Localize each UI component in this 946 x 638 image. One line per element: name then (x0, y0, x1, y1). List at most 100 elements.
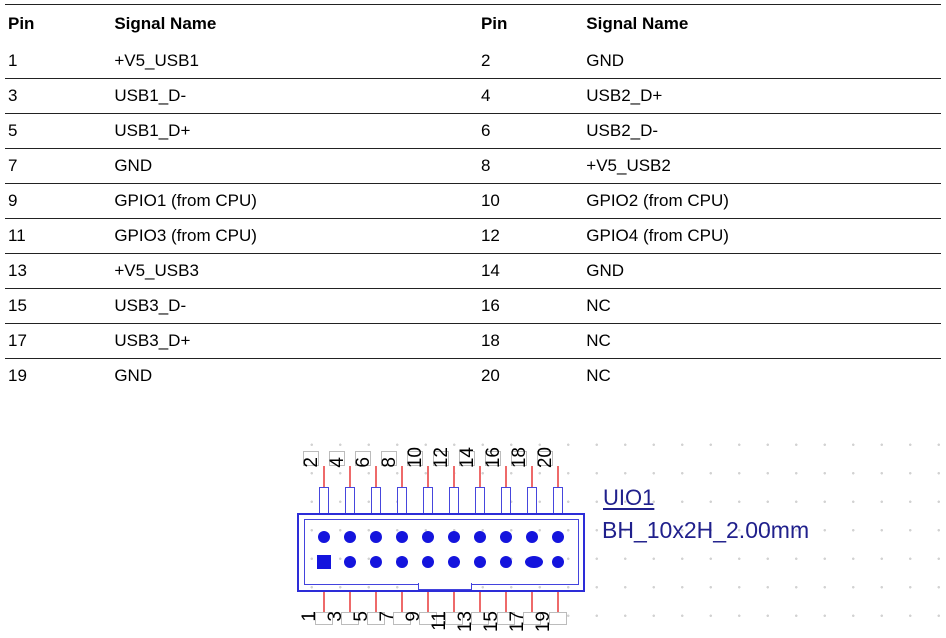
pin-label-box (329, 451, 345, 466)
signal-cell: +V5_USB3 (114, 253, 478, 289)
signal-cell: GPIO1 (from CPU) (114, 183, 478, 219)
pin-label-box (471, 612, 489, 625)
pin-dot (525, 556, 543, 568)
net-stub-line (375, 466, 377, 488)
pin-cell: 6 (477, 113, 587, 149)
pin-dot (422, 556, 434, 568)
pin-cell: 4 (477, 78, 587, 114)
connector-body-outline (297, 513, 585, 592)
pin1-square (317, 555, 331, 569)
pin-label-box (433, 451, 449, 466)
pin-label-box (407, 451, 423, 466)
pin-label-box (355, 451, 371, 466)
pin-dot (526, 531, 538, 543)
pin-cell: 13 (5, 253, 115, 289)
pin-dot (396, 556, 408, 568)
signal-cell: NC (586, 288, 941, 324)
header-signal-left: Signal Name (114, 14, 217, 34)
pin-dot (344, 556, 356, 568)
pin-dot (318, 531, 330, 543)
pin-cell: 17 (5, 323, 115, 359)
footprint-label: BH_10x2H_2.00mm (602, 517, 810, 543)
pin-number-label: 4 (327, 457, 348, 468)
pin-assignment-table: Pin Signal Name Pin Signal Name 1+V5_USB… (5, 4, 941, 394)
signal-cell: NC (586, 323, 941, 359)
refdes-label: UIO1 (603, 485, 655, 510)
pin-label-box (303, 451, 319, 466)
pin-number-label: 14 (457, 446, 478, 468)
net-stub-line (401, 592, 403, 612)
pin-cell: 7 (5, 148, 115, 184)
signal-cell: GND (114, 148, 478, 184)
net-stub-line (531, 466, 533, 488)
signal-cell: GND (586, 253, 941, 289)
pin-number-label: 15 (481, 611, 502, 633)
net-stub-line (427, 466, 429, 488)
signal-cell: GPIO3 (from CPU) (114, 218, 478, 254)
signal-cell: GPIO2 (from CPU) (586, 183, 941, 219)
pin-stub (319, 487, 329, 514)
pin-cell: 18 (477, 323, 587, 359)
net-stub-line (401, 466, 403, 488)
pin-number-label: 9 (403, 611, 424, 622)
pin-stub (397, 487, 407, 514)
pin-cell: 14 (477, 253, 587, 289)
pin-stub (449, 487, 459, 514)
pin-label-box (341, 612, 359, 625)
table-header-row: Pin Signal Name Pin Signal Name (5, 5, 941, 44)
net-stub-line (557, 466, 559, 488)
net-stub-line (427, 592, 429, 612)
signal-cell: USB3_D- (114, 288, 478, 324)
signal-cell: USB3_D+ (114, 323, 478, 359)
net-stub-line (349, 592, 351, 612)
net-stub-line (323, 592, 325, 612)
net-stub-line (323, 466, 325, 488)
pin-stub (345, 487, 355, 514)
signal-cell: USB1_D+ (114, 113, 478, 149)
signal-cell: USB2_D+ (586, 78, 941, 114)
signal-cell: +V5_USB2 (586, 148, 941, 184)
pin-cell: 3 (5, 78, 115, 114)
pin-number-label: 16 (483, 446, 504, 468)
pin-label-box (315, 612, 333, 625)
pin-cell: 16 (477, 288, 587, 324)
pin-label-box (549, 612, 567, 625)
pin-dot (448, 531, 460, 543)
signal-cell: GND (586, 50, 625, 70)
net-stub-line (349, 466, 351, 488)
pin-cell: 10 (477, 183, 587, 219)
pin-dot (474, 556, 486, 568)
pin-number-label: 12 (431, 446, 452, 468)
net-stub-line (505, 466, 507, 488)
pin-label-box (393, 612, 411, 625)
pin-number-label: 6 (353, 457, 374, 468)
pin-number-label: 7 (377, 611, 398, 622)
pin-dot (500, 556, 512, 568)
pin-stub (371, 487, 381, 514)
pin-label-box (537, 451, 553, 466)
pin-stub (501, 487, 511, 514)
pin-cell: 20 (477, 358, 587, 394)
pin-stub (475, 487, 485, 514)
signal-cell: USB2_D- (586, 113, 941, 149)
signal-cell: GND (114, 358, 478, 394)
net-stub-line (557, 592, 559, 612)
header-signal-right: Signal Name (586, 14, 689, 34)
pin-number-label: 1 (299, 611, 320, 622)
net-stub-line (453, 592, 455, 612)
pin-cell: 8 (477, 148, 587, 184)
pin-cell: 9 (5, 183, 115, 219)
pin-label-box (485, 451, 501, 466)
signal-cell: GPIO4 (from CPU) (586, 218, 941, 254)
pin-dot (500, 531, 512, 543)
pin-dot (552, 531, 564, 543)
pin-cell: 1 (8, 50, 18, 70)
connector-body-inner (304, 519, 579, 585)
